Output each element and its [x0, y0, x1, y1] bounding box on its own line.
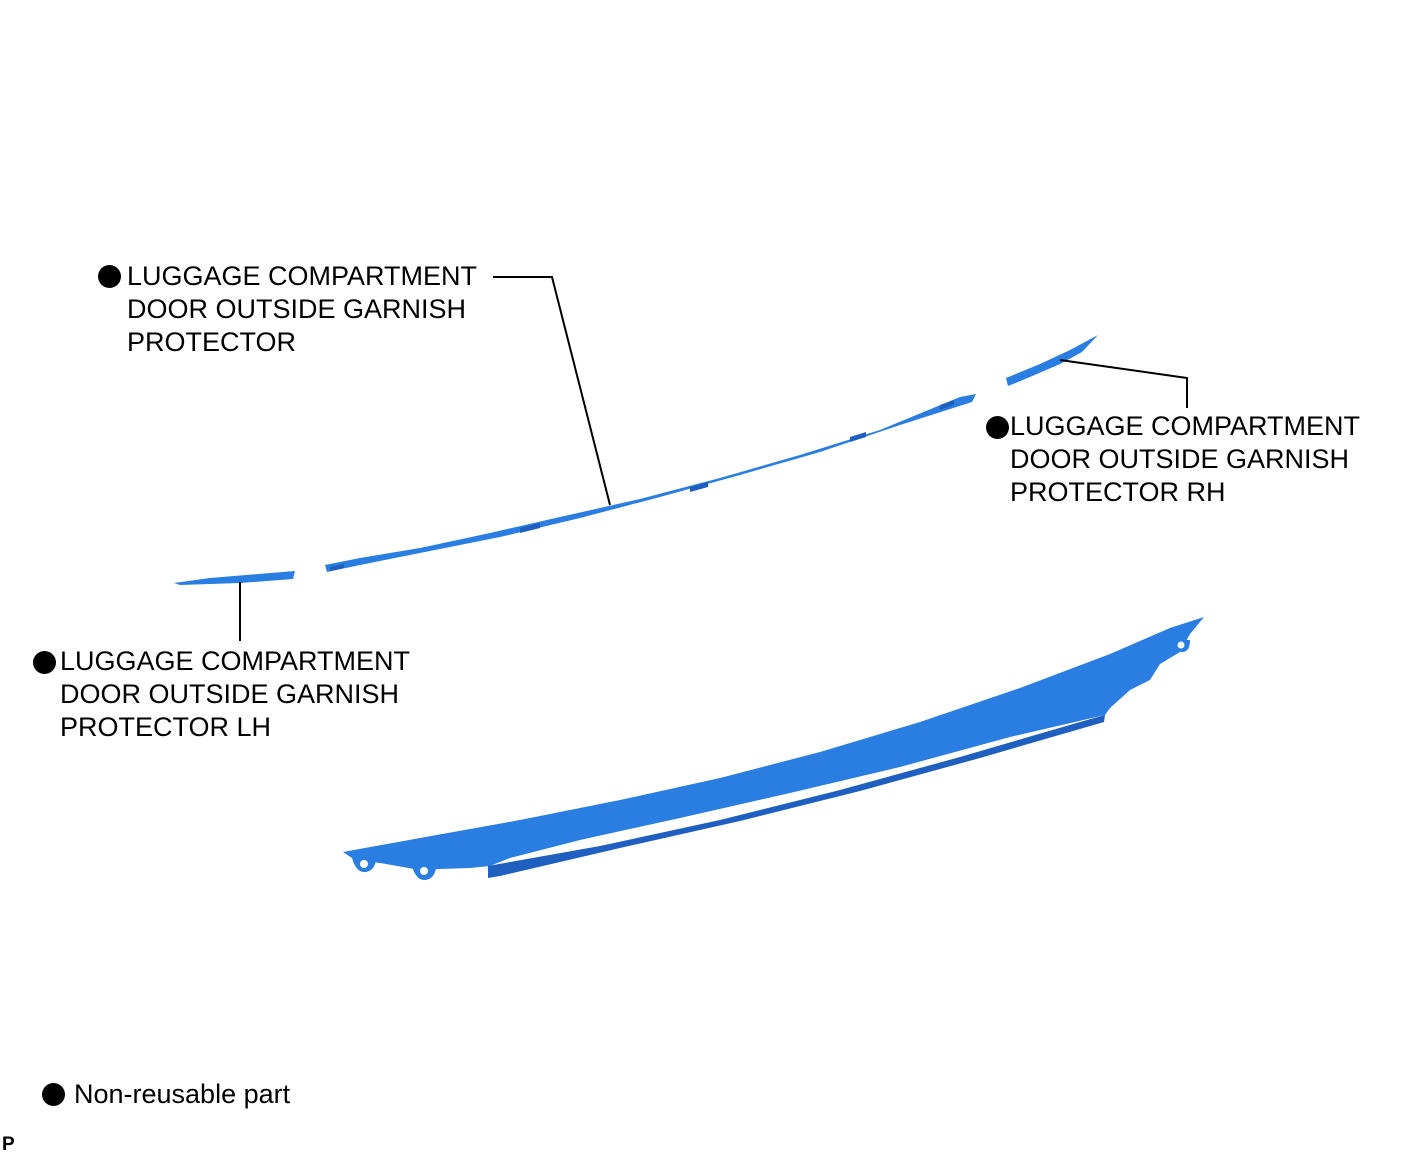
callout-protector-lh-line-1: LUGGAGE COMPARTMENT — [60, 646, 411, 676]
callout-protector-lh-line-2: DOOR OUTSIDE GARNISH — [60, 679, 400, 709]
callout-protector-lh: LUGGAGE COMPARTMENT DOOR OUTSIDE GARNISH… — [60, 645, 410, 744]
callout-protector-line-2: DOOR OUTSIDE GARNISH — [127, 294, 467, 324]
callout-protector-line-1: LUGGAGE COMPARTMENT — [127, 261, 478, 291]
callout-protector-rh-line-1: LUGGAGE COMPARTMENT — [1010, 411, 1361, 441]
callout-protector-rh-line-3: PROTECTOR RH — [1010, 477, 1226, 507]
protector-lh-shape — [174, 571, 295, 585]
garnish-body-shape — [343, 617, 1204, 870]
leader-line-rh — [1059, 359, 1188, 408]
non-reusable-marker-icon — [98, 265, 121, 288]
leader-line-main — [493, 276, 611, 506]
callout-protector: LUGGAGE COMPARTMENT DOOR OUTSIDE GARNISH… — [127, 260, 477, 359]
callout-protector-line-3: PROTECTOR — [127, 327, 297, 357]
page-code: P — [2, 1134, 15, 1155]
legend-marker-icon — [42, 1083, 65, 1106]
garnish-clip-hole-3 — [1177, 641, 1185, 649]
garnish-clip-hole-1 — [360, 860, 368, 868]
protector-center-tabs — [330, 400, 954, 571]
non-reusable-marker-icon — [986, 416, 1009, 439]
garnish-clip-hole-2 — [420, 867, 428, 875]
callout-protector-rh: LUGGAGE COMPARTMENT DOOR OUTSIDE GARNISH… — [1010, 410, 1360, 509]
callout-protector-lh-line-3: PROTECTOR LH — [60, 712, 272, 742]
legend-label: Non-reusable part — [74, 1079, 291, 1109]
protector-rh-shape — [1006, 335, 1098, 386]
garnish-lower-edge-shape — [488, 715, 1105, 878]
non-reusable-marker-icon — [33, 651, 56, 674]
callout-protector-rh-line-2: DOOR OUTSIDE GARNISH — [1010, 444, 1350, 474]
protector-center-shape — [325, 394, 976, 572]
